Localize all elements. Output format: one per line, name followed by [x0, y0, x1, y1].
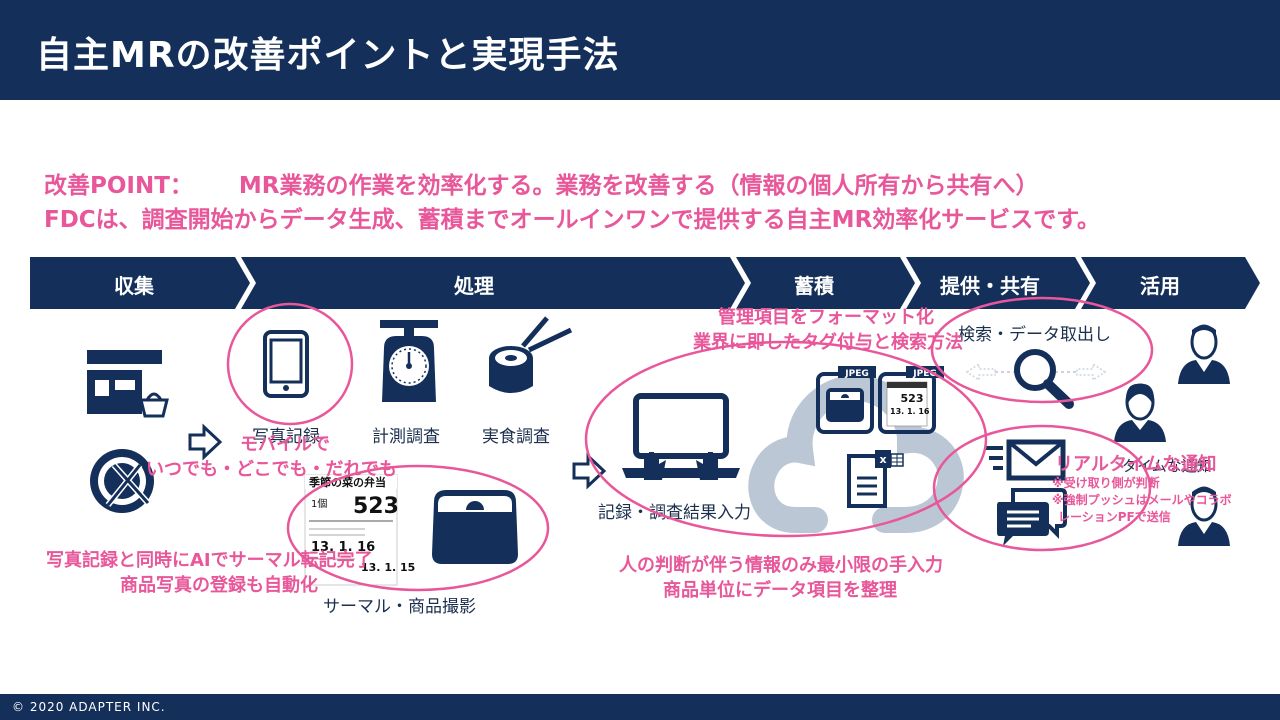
- flow-segment-store: [736, 257, 915, 309]
- flow-segment-use: [1081, 257, 1260, 309]
- arrow-right-icon: [188, 423, 223, 461]
- jpeg-file-icon: JPEG: [816, 366, 876, 434]
- annotation-product-items: 商品単位にデータ項目を整理: [663, 580, 897, 601]
- receipt-price: 523: [353, 494, 399, 519]
- scale-icon: [380, 320, 438, 402]
- camera-box-icon: [432, 490, 518, 564]
- search-icon: [965, 349, 1107, 409]
- annotation-format: 管理項目をフォーマット化: [718, 307, 934, 328]
- flow-segment-share: [906, 257, 1090, 309]
- annotation-note-push: ※強制プッシュはメールやコラボ: [1052, 493, 1232, 507]
- copyright: © 2020 ADAPTER INC.: [12, 700, 166, 714]
- person-icon: [1178, 324, 1230, 384]
- stage-collect: 収集: [114, 274, 154, 298]
- flow-segment-process: [241, 257, 745, 309]
- annotation-mobile: モバイルで: [240, 434, 330, 455]
- receipt-qty: 1個: [311, 497, 327, 510]
- jpeg-tag: JPEG: [912, 369, 936, 379]
- jpeg-tag: JPEG: [844, 369, 868, 379]
- dining-icon: [90, 449, 154, 513]
- search-extract-label: 検索・データ取出し: [958, 325, 1111, 345]
- page-title: 自主MRの改善ポイントと実現手法: [36, 35, 620, 76]
- annotation-tagging: 業界に即したタグ付与と検索方法: [693, 332, 963, 353]
- footer-bar: [0, 694, 1280, 720]
- measure-survey-label: 計測調査: [372, 427, 440, 447]
- stage-share: 提供・共有: [940, 274, 1040, 298]
- thermal-photo-label: サーマル・商品撮影: [323, 597, 476, 617]
- stage-use: 活用: [1140, 274, 1180, 298]
- laptop-icon: [622, 393, 740, 480]
- photo-record-label: 写真記録: [252, 427, 320, 447]
- spreadsheet-document-icon: x: [847, 450, 904, 508]
- fdc-description: FDCは、調査開始からデータ生成、蓄積までオールインワンで提供する自主MR効率化…: [44, 207, 1100, 233]
- store-icon: [87, 350, 169, 418]
- person-icon: [1114, 383, 1166, 442]
- annotation-manual-input: 人の判断が伴う情報のみ最小限の手入力: [619, 555, 943, 576]
- arrow-right-icon: [572, 452, 607, 490]
- annotation-note-platform: レーションPFで送信: [1058, 510, 1171, 524]
- stage-process: 処理: [454, 274, 494, 298]
- process-flow-bar: [30, 257, 1260, 309]
- improvement-point-label: 改善POINT：: [44, 173, 193, 199]
- annotation-auto-register: 商品写真の登録も自動化: [120, 575, 318, 596]
- improvement-point-line: 改善POINT： MR業務の作業を効率化する。業務を改善する（情報の個人所有から共…: [44, 166, 1039, 200]
- tasting-survey-label: 実食調査: [482, 427, 550, 447]
- mini-receipt-price: 523: [901, 392, 924, 405]
- flow-segment-collect: [30, 257, 250, 309]
- jpeg-file-icon: JPEG 523 13. 1. 16: [878, 366, 944, 434]
- title-bar: [0, 0, 1280, 100]
- smartphone-icon: [263, 330, 309, 398]
- stage-store: 蓄積: [794, 274, 834, 298]
- person-icon: [1178, 486, 1230, 546]
- excel-mark: x: [879, 453, 886, 466]
- annotation-ai-transcribe: 写真記録と同時にAIでサーマル転記完了: [46, 550, 373, 571]
- mini-receipt-date: 13. 1. 16: [890, 407, 930, 416]
- annotation-anytime: いつでも・どこでも・だれでも: [146, 459, 397, 480]
- annotation-realtime: リアルタイムな通知: [1055, 454, 1217, 475]
- record-input-label: 記録・調査結果入力: [598, 503, 751, 523]
- annotation-note-receiver: ※受け取り側が判断: [1052, 476, 1160, 490]
- sushi-icon: [489, 316, 573, 393]
- improvement-point-text: MR業務の作業を効率化する。業務を改善する（情報の個人所有から共有へ）: [238, 173, 1039, 199]
